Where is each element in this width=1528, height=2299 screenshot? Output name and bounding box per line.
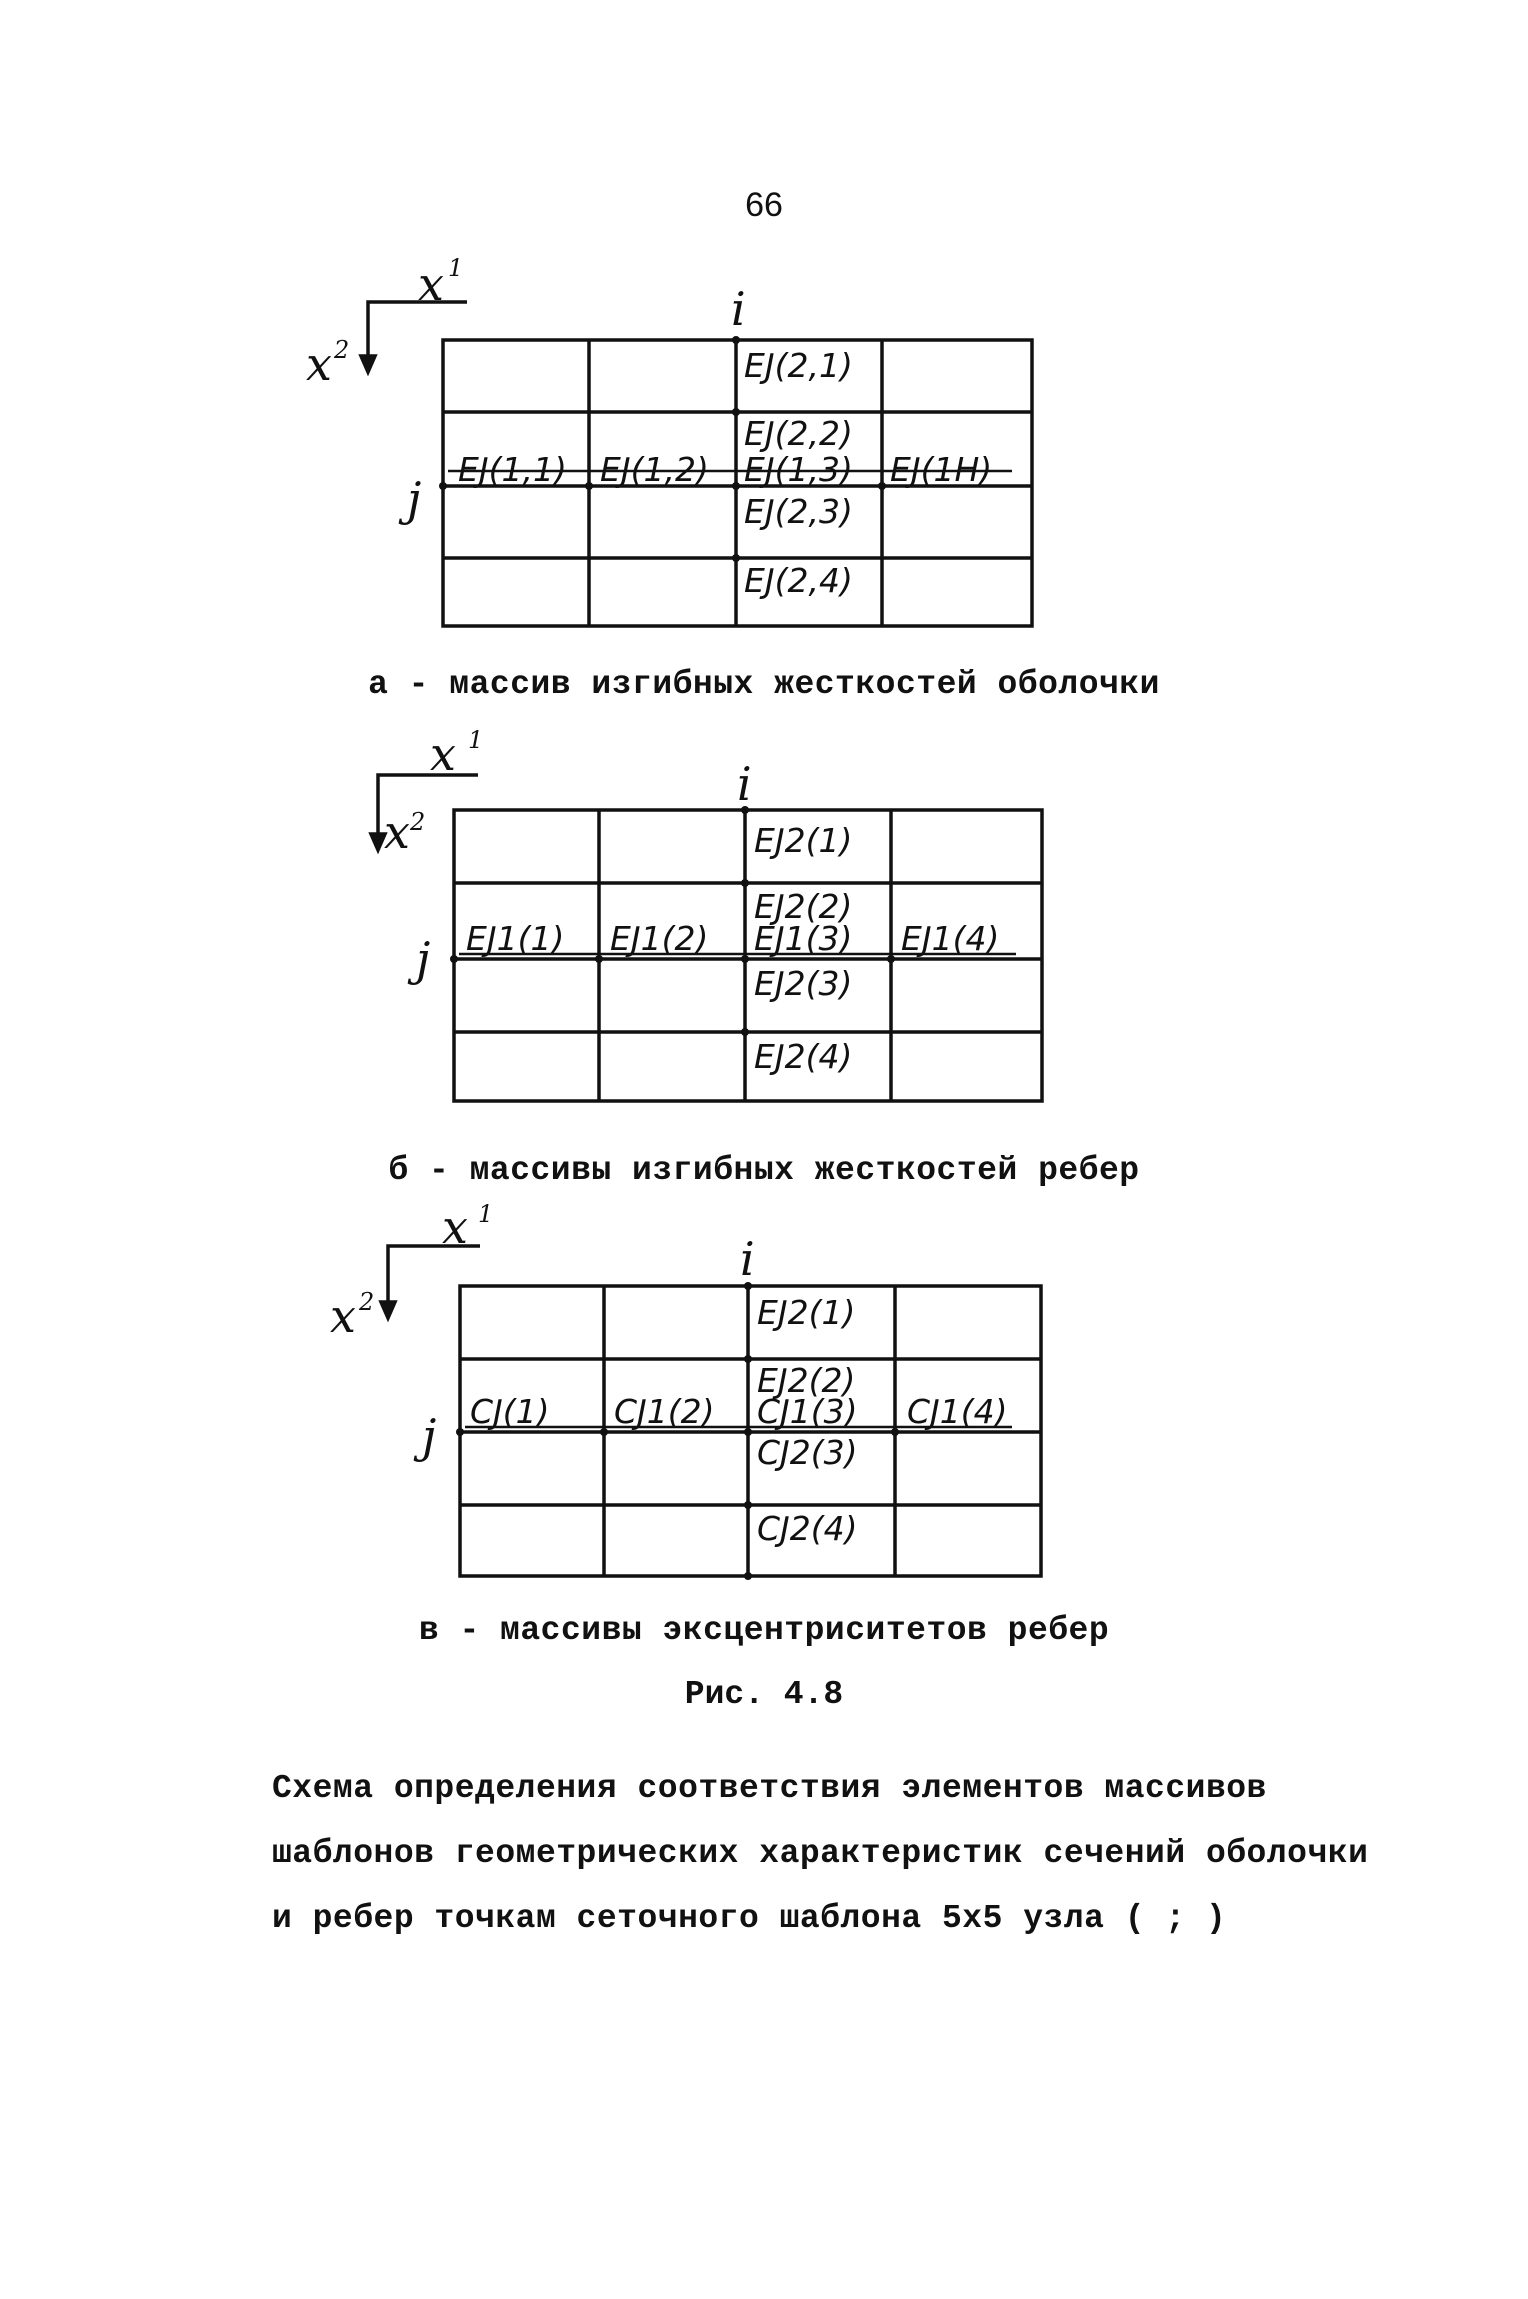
cell-label: EJ(2,2) (744, 414, 853, 453)
cell-label: EJ1(3) (754, 919, 852, 958)
cell-label: EJ(1,1) (458, 450, 567, 489)
caption-c: в - массивы эксцентриситетов ребер (418, 1612, 1110, 1649)
cell-label: EJ2(3) (754, 964, 852, 1003)
cell-label: EJ2(2) (754, 887, 852, 926)
cell-label: CJ(1) (470, 1392, 550, 1431)
description-line-1: Схема определения соответствия элементов… (272, 1770, 1267, 1807)
axis-x2-sup-b: 2 (409, 808, 425, 836)
axis-arrow-a (366, 300, 467, 368)
cell-label: EJ1(2) (610, 919, 708, 958)
description-line-3: и ребер точкам сеточного шаблона 5х5 узл… (272, 1900, 1227, 1937)
cell-label: CJ1(4) (907, 1392, 1008, 1431)
cell-label: EJ1(1) (466, 919, 564, 958)
axis-arrow-c (386, 1244, 480, 1314)
axis-x2-c: x (330, 1289, 356, 1343)
index-i-b: i (737, 757, 752, 811)
index-j-c: j (413, 1409, 436, 1463)
axis-x1-b: x (430, 727, 456, 781)
axis-x1-sup-a: 1 (448, 254, 463, 282)
cell-label: EJ2(1) (754, 821, 852, 860)
axis-x1-a: x (418, 257, 444, 311)
cell-label: EJ(2,1) (744, 346, 853, 385)
cell-label: CJ2(4) (757, 1509, 858, 1548)
axis-x2-sup-a: 2 (333, 336, 349, 364)
index-i-c: i (740, 1232, 755, 1286)
caption-b: б - массивы изгибных жесткостей ребер (388, 1152, 1140, 1189)
grid-figure-b: x 1 x 2 i j EJ2(1) EJ2(2) EJ1(1) EJ1(2) … (368, 726, 1044, 1103)
axis-x2-b: x (384, 805, 410, 859)
cell-label: EJ2(4) (754, 1037, 852, 1076)
cell-label: EJ2(1) (757, 1293, 855, 1332)
axis-x2-a: x (306, 337, 332, 391)
figure-label: Рис. 4.8 (684, 1676, 844, 1713)
cell-label: EJ(1,2) (600, 450, 709, 489)
cell-label: CJ1(2) (614, 1392, 715, 1431)
cell-label: CJ2(3) (757, 1433, 858, 1472)
axis-x1-c: x (442, 1200, 468, 1254)
cell-label: EJ1(4) (901, 919, 999, 958)
axis-arrow-b (376, 773, 478, 846)
grid-figure-c: x 1 x 2 i j EJ2(1) EJ2(2) CJ(1) CJ1(2) C… (330, 1200, 1043, 1580)
description-line-2: шаблонов геометрических характеристик се… (272, 1835, 1369, 1872)
cell-label: CJ1(3) (757, 1392, 858, 1431)
page-number: 66 (745, 186, 783, 224)
cell-label: EJ(2,4) (744, 561, 853, 600)
grid-figure-a: x 1 x 2 i j EJ(2,1) EJ(2,2) EJ(1,1) EJ(1… (306, 254, 1034, 628)
index-i-a: i (731, 282, 746, 336)
cell-label: EJ2(2) (757, 1361, 855, 1400)
axis-x1-sup-c: 1 (478, 1200, 493, 1228)
cell-label: EJ(1,3) (744, 450, 853, 489)
cell-label: EJ(2,3) (744, 492, 853, 531)
axis-x1-sup-b: 1 (468, 726, 483, 754)
caption-a: а - массив изгибных жесткостей оболочки (368, 666, 1160, 703)
axis-x2-sup-c: 2 (358, 1288, 374, 1316)
cell-label: EJ(1H) (890, 450, 992, 489)
